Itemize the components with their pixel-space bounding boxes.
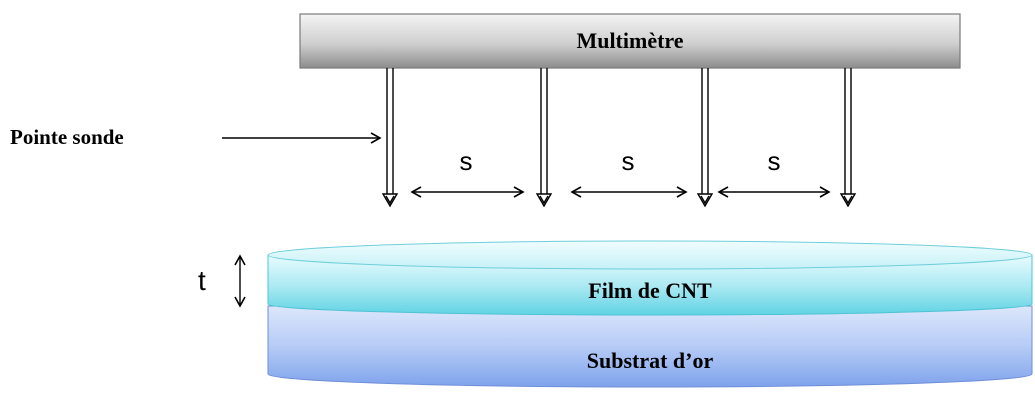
probe-tip-icon xyxy=(535,193,553,208)
substrate-layer: Substrat d’or xyxy=(267,305,1033,388)
spacing-label: s xyxy=(460,146,473,176)
multimeter-label: Multimètre xyxy=(576,28,683,53)
probe-3 xyxy=(696,68,714,208)
spacing-3: s xyxy=(717,146,831,198)
film-layer: Film de CNT xyxy=(267,240,1033,316)
substrate-label: Substrat d’or xyxy=(587,348,714,373)
multimeter: Multimètre xyxy=(299,13,961,69)
probe-4 xyxy=(839,68,857,208)
probe-tip-icon xyxy=(696,193,714,208)
spacing-2: s xyxy=(570,146,688,198)
probe-tip-icon xyxy=(381,193,399,208)
film-label: Film de CNT xyxy=(588,278,712,303)
spacing-label: s xyxy=(622,146,635,176)
spacing-label: s xyxy=(768,146,781,176)
thickness-indicator: t xyxy=(198,254,246,308)
thickness-label: t xyxy=(198,265,206,296)
multimeter-box xyxy=(299,13,961,69)
probe-label: Pointe sonde xyxy=(10,125,124,149)
probe-2 xyxy=(535,68,553,208)
probe-1 xyxy=(381,68,399,208)
spacing-1: s xyxy=(410,146,525,198)
probe-tip-icon xyxy=(839,193,857,208)
film-top-surface xyxy=(267,240,1033,270)
